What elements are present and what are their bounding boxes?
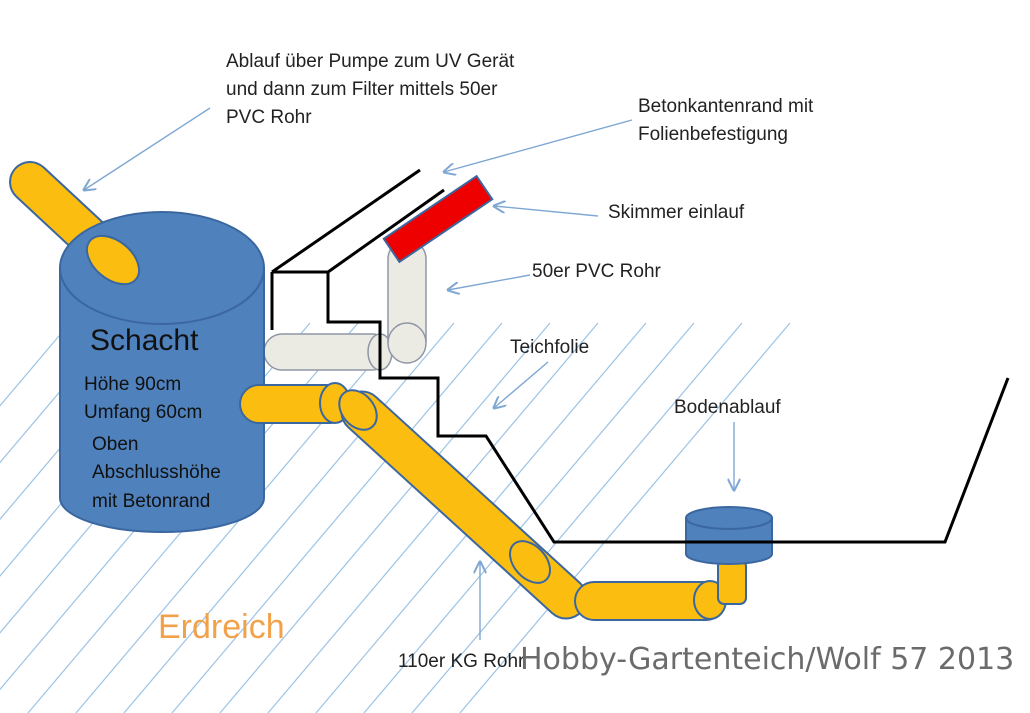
label-bodenablauf: Bodenablauf — [674, 397, 781, 418]
shaft-detail-top: Oben — [92, 434, 138, 455]
hatch-line — [411, 322, 743, 713]
label-ablauf-line-2: und dann zum Filter mittels 50er — [226, 79, 498, 100]
label-betonkante-line-2: Folienbefestigung — [638, 124, 788, 145]
floor-drain — [685, 506, 773, 565]
kg-pipe-110 — [239, 382, 747, 621]
hatch-line — [363, 322, 695, 713]
credit-watermark: Hobby-Gartenteich/Wolf 57 2013 — [520, 642, 1014, 677]
label-betonkante-line-1: Betonkantenrand mit — [638, 96, 814, 117]
annotation-arrows — [84, 107, 734, 640]
arrow-skimmer — [494, 206, 599, 217]
shaft — [59, 211, 265, 533]
pvc-pipe-50 — [263, 239, 427, 371]
hatch-line — [267, 322, 599, 713]
pond-liner — [270, 168, 1010, 544]
label-skimmer: Skimmer einlauf — [608, 202, 745, 223]
arrow-betonkante — [444, 119, 633, 172]
label-kg-rohr: 110er KG Rohr — [398, 651, 525, 672]
label-ablauf-line-1: Ablauf über Pumpe zum UV Gerät — [226, 51, 515, 72]
shaft-detail-circumference: Umfang 60cm — [84, 402, 202, 423]
concrete-edge — [327, 188, 445, 274]
label-teichfolie: Teichfolie — [510, 337, 589, 358]
arrow-teichfolie — [494, 361, 549, 408]
hatch-line — [459, 322, 791, 713]
hatch-line — [0, 322, 71, 407]
shaft-detail-height: Höhe 90cm — [84, 374, 181, 395]
outlet-pipe-opening — [85, 234, 141, 286]
shaft-detail-closing-height: Abschlusshöhe — [92, 462, 221, 483]
hatch-line — [171, 322, 503, 713]
arrow-pvc-rohr — [448, 274, 531, 290]
label-erdreich: Erdreich — [158, 608, 285, 646]
skimmer-inlet — [382, 174, 494, 264]
hatch-line — [219, 322, 551, 713]
hatch-line — [123, 322, 455, 713]
shaft-title: Schacht — [90, 324, 199, 357]
arrow-ablauf — [84, 107, 211, 190]
label-ablauf-line-3: PVC Rohr — [226, 107, 312, 128]
shaft-detail-concrete-edge: mit Betonrand — [92, 491, 210, 512]
label-pvc-rohr: 50er PVC Rohr — [532, 261, 662, 282]
